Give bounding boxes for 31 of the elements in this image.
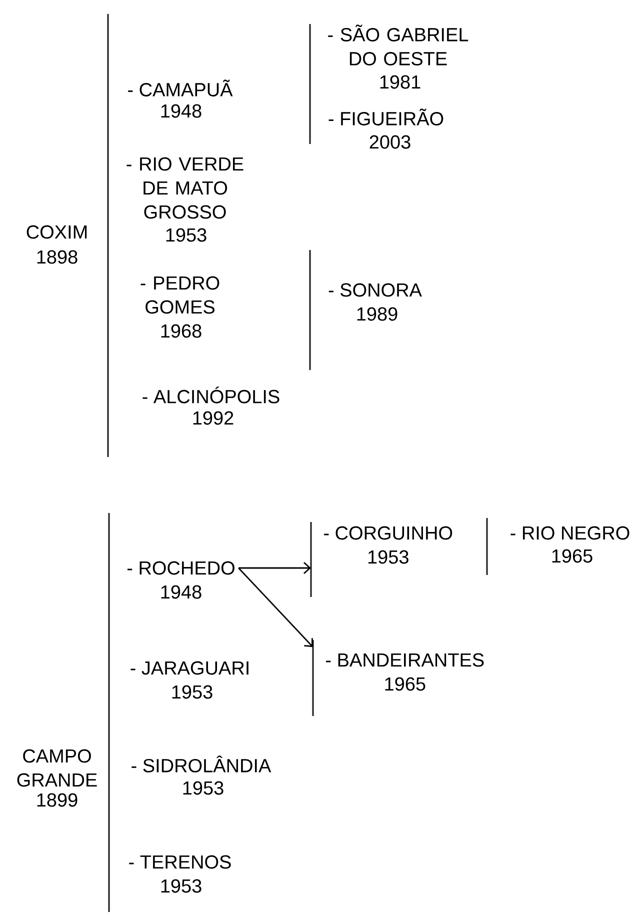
place-name: 1989	[357, 307, 398, 321]
place-name: 1948	[161, 104, 202, 118]
place-name: - SIDROLÂNDIA	[132, 756, 272, 772]
place-name: - ROCHEDO 1948	[127, 561, 234, 599]
place-name: - SÃO GABRIEL DO OESTE	[328, 24, 468, 66]
place-name: - RIO NEGRO	[510, 526, 630, 540]
place-name: CAMPO GRANDE	[17, 749, 97, 787]
place-name: - CORGUINHO 1953	[324, 526, 452, 564]
place-name: - JARAGUARI	[130, 661, 248, 675]
place-name: 1953	[166, 228, 206, 242]
place-name: 1899	[37, 793, 78, 807]
place-name: 2003	[370, 135, 410, 149]
place-name: - BANDEIRANTES 1965	[326, 653, 484, 691]
place-name: - ALCINÓPOLIS	[142, 386, 280, 404]
place-name: - SONORA	[328, 283, 422, 297]
place-name: COXIM	[26, 225, 87, 239]
place-name: - CAMAPUÃ	[128, 80, 233, 96]
place-name: 1953	[172, 685, 212, 699]
arrow	[238, 562, 311, 574]
place-name: 1965	[552, 549, 592, 563]
place-name: - TERENOS	[129, 855, 231, 869]
place-name: 1992	[193, 411, 234, 425]
place-name: 1981	[380, 75, 420, 89]
place-name: 1953	[161, 879, 202, 893]
place-name: 1898	[37, 250, 78, 264]
place-name: 1968	[161, 324, 202, 338]
place-name: - FIGUEIRÃO	[328, 108, 444, 126]
place-name: - RIO VERDE DE MATO GROSSO	[126, 157, 244, 219]
arrow	[238, 568, 313, 648]
place-name: - PEDRO GOMES	[140, 276, 220, 314]
place-name: 1953	[183, 781, 224, 795]
